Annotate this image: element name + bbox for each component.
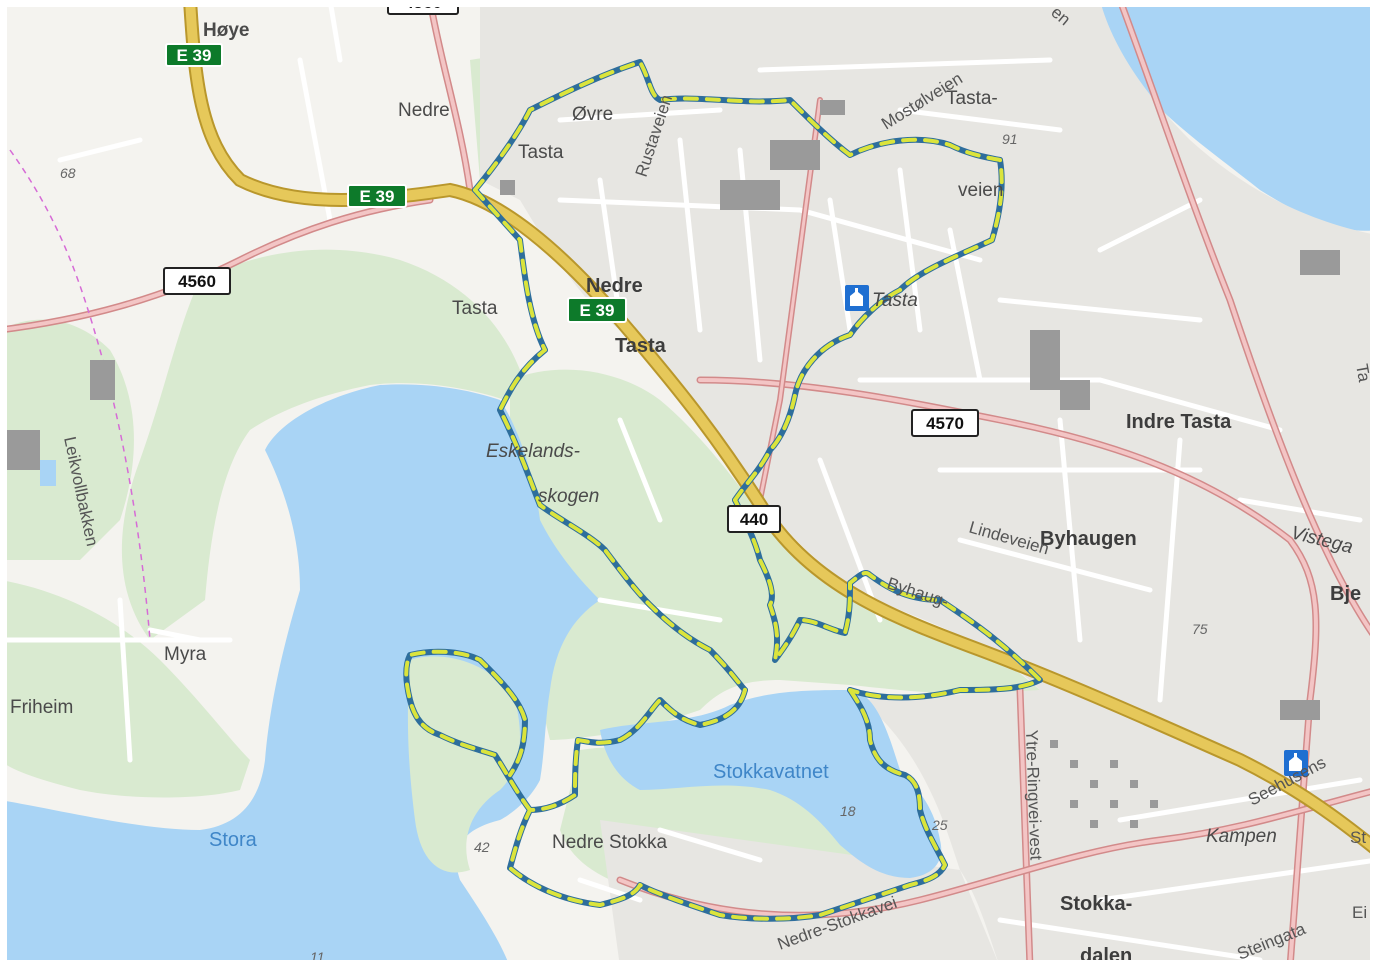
label-ta-right: Ta <box>1352 362 1374 384</box>
label-nedre-top: Nedre <box>398 100 450 121</box>
label-ovre: Øvre <box>572 104 613 125</box>
elevation-18: 18 <box>840 803 856 819</box>
hiking-route[interactable] <box>403 59 1043 922</box>
label-nedre-tasta-2: Tasta <box>615 335 667 357</box>
elevation-25: 25 <box>931 817 948 833</box>
shield-road-440: 440 <box>727 505 781 533</box>
label-tasta-small: Tasta <box>518 142 564 163</box>
label-e-edge: Ei <box>1352 903 1367 922</box>
label-tasta-church: Tasta <box>872 290 918 311</box>
shield-road-4560: 4560 <box>163 267 231 295</box>
label-nedre-stokka: Nedre Stokka <box>552 832 668 853</box>
route-north-loop-dash <box>473 60 1004 502</box>
svg-text:4560: 4560 <box>178 272 216 291</box>
lake-stora-island <box>407 656 520 873</box>
label-nedre-tasta-1: Nedre <box>586 275 643 297</box>
label-myra: Myra <box>164 644 207 665</box>
label-stora: Stora <box>209 829 258 851</box>
label-hoye: Høye <box>203 20 249 41</box>
svg-text:E 39: E 39 <box>580 301 615 320</box>
label-tasta-veien-2: veien <box>958 180 1003 201</box>
svg-text:440: 440 <box>740 510 768 529</box>
shield-e39-a: E 39 <box>165 43 223 67</box>
lake-stokkavatnet <box>600 690 942 878</box>
shield-e39-c: E 39 <box>567 297 627 323</box>
label-stokka-dalen-1: Stokka- <box>1060 893 1132 915</box>
lake-small <box>40 460 56 486</box>
label-friheim: Friheim <box>10 697 73 718</box>
svg-text:E 39: E 39 <box>360 187 395 206</box>
label-indre-tasta: Indre Tasta <box>1126 411 1232 433</box>
route-island-spur-dash <box>404 649 532 812</box>
shield-e39-b: E 39 <box>347 184 407 208</box>
elevation-42: 42 <box>474 839 490 855</box>
svg-text:4570: 4570 <box>926 414 964 433</box>
label-stokkavatnet: Stokkavatnet <box>713 761 829 783</box>
elevation-68: 68 <box>60 165 76 181</box>
shield-road-4570: 4570 <box>911 409 979 437</box>
label-kampen: Kampen <box>1206 826 1277 847</box>
label-s-edge: St <box>1350 828 1366 847</box>
label-tasta-west: Tasta <box>452 298 498 319</box>
label-ytre-ringvei: Ytre-Ringvei-vest <box>1022 729 1046 860</box>
route-east-side-dash <box>733 498 1042 700</box>
label-eskelands-2: skogen <box>538 486 599 507</box>
motorway-e39 <box>183 0 1377 857</box>
label-bje: Bje <box>1330 583 1361 605</box>
route-west-side-dash <box>473 188 747 692</box>
church-icon[interactable] <box>1284 750 1308 776</box>
border-line <box>9 149 151 641</box>
elevation-75: 75 <box>1192 621 1208 637</box>
svg-text:E 39: E 39 <box>177 46 212 65</box>
label-byhaugen: Byhaugen <box>1040 528 1137 550</box>
label-eskelands-1: Eskelands- <box>486 441 580 462</box>
route-lake-loop-dash <box>508 688 947 921</box>
church-icon[interactable] <box>845 285 869 311</box>
elevation-91: 91 <box>1002 131 1018 147</box>
label-tasta-veien-1: Tasta- <box>946 88 998 109</box>
sea-water <box>1090 0 1377 231</box>
